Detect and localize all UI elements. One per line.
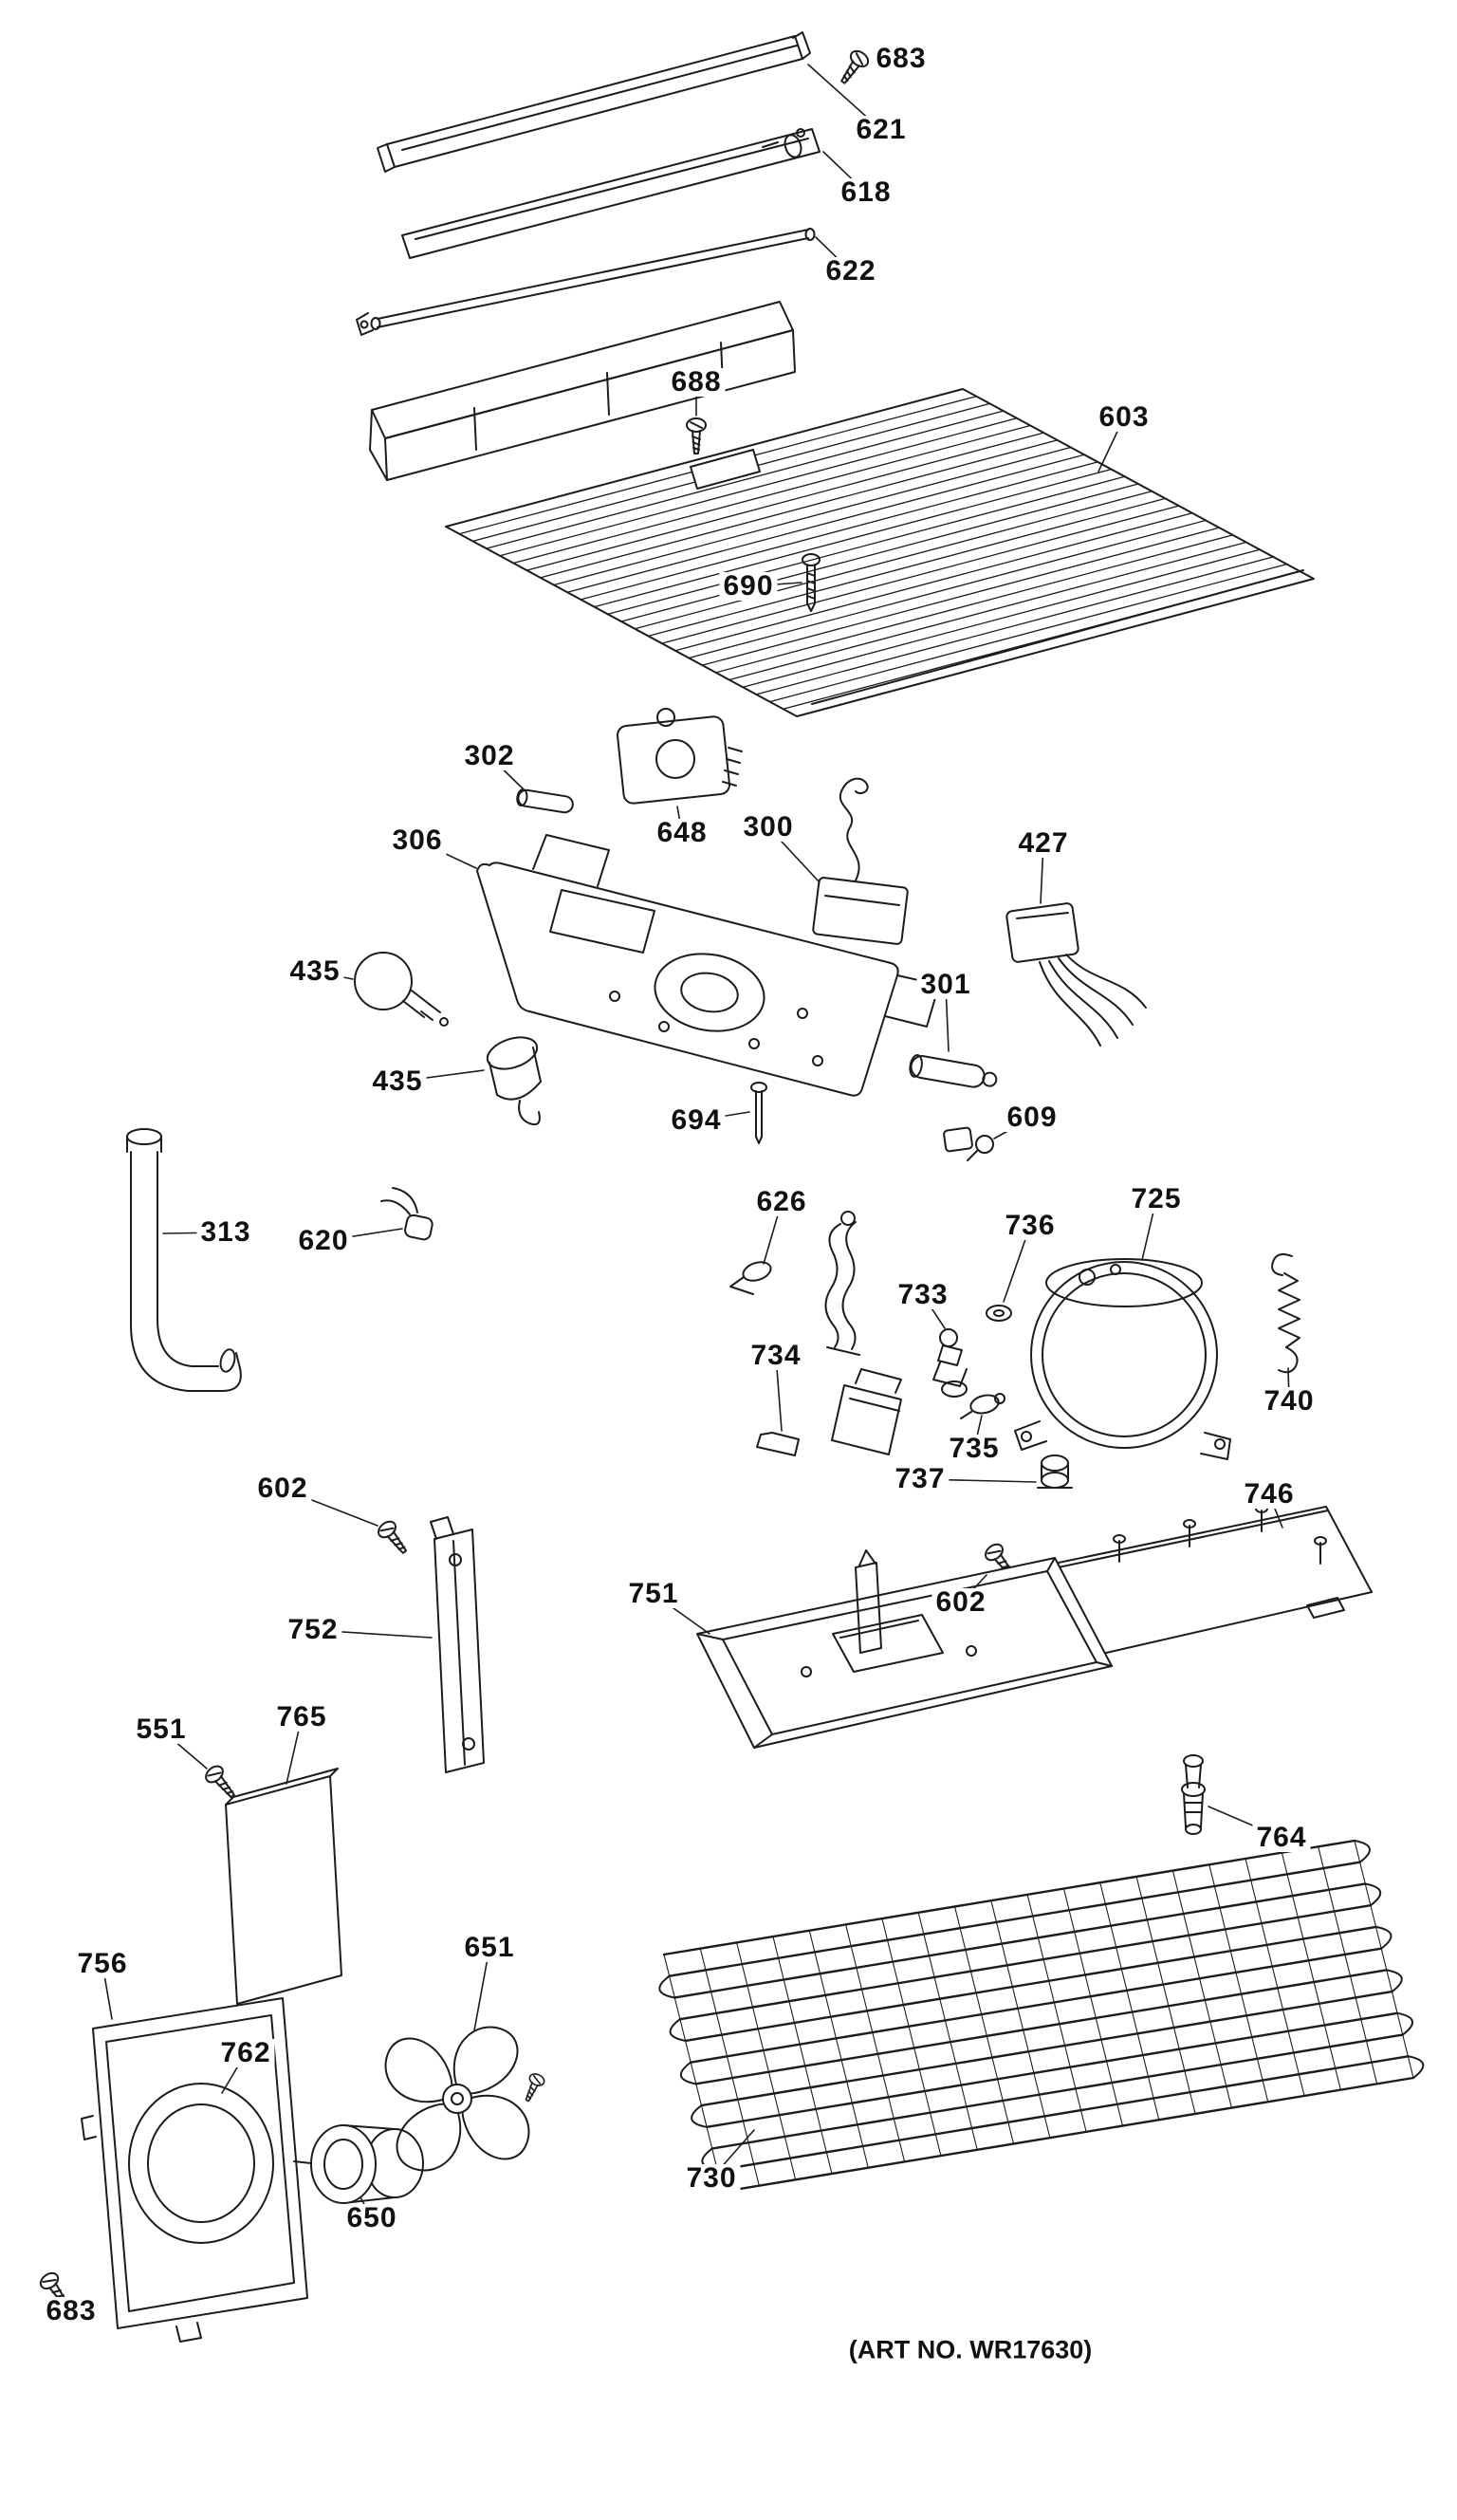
screw-683-top-icon xyxy=(834,46,873,89)
thermostat-300 xyxy=(812,777,909,945)
rail-618-fitting xyxy=(762,128,805,158)
compressor-foot-left xyxy=(1014,1420,1047,1451)
defrost-control-648 xyxy=(617,708,743,805)
part-label-694: 694 xyxy=(667,1106,726,1135)
shoulder-bolt-764 xyxy=(1181,1754,1206,1835)
rod-clamp xyxy=(356,312,374,336)
front-trim-channel xyxy=(369,301,796,481)
fan-motor-650 xyxy=(293,2124,424,2204)
capillary-sleeve-302 xyxy=(516,788,574,814)
screw-688-icon xyxy=(686,417,707,454)
drain-pan-751 xyxy=(696,1549,1113,1749)
light-bulb-435 xyxy=(354,952,449,1027)
part-label-764: 764 xyxy=(1252,1824,1311,1852)
heater-rail-618 xyxy=(401,128,821,259)
screw-602-left-icon xyxy=(374,1517,414,1559)
mount-grommet-737 xyxy=(1037,1455,1073,1489)
drain-tube-313 xyxy=(126,1128,242,1392)
side-panel-765 xyxy=(225,1768,342,2005)
part-label-746: 746 xyxy=(1240,1480,1299,1509)
spring-740 xyxy=(1271,1253,1300,1374)
part-label-762: 762 xyxy=(216,2039,275,2067)
heater-rod-622 xyxy=(356,228,816,336)
part-label-648: 648 xyxy=(653,819,711,847)
part-label-736: 736 xyxy=(1001,1212,1060,1240)
part-label-735: 735 xyxy=(945,1435,1004,1463)
part-label-650: 650 xyxy=(342,2204,401,2233)
support-bracket-752 xyxy=(430,1516,485,1773)
part-label-626: 626 xyxy=(752,1188,811,1216)
part-label-730: 730 xyxy=(682,2164,741,2193)
fan-blade-651 xyxy=(384,2026,530,2172)
part-label-737: 737 xyxy=(891,1465,950,1493)
part-label-756: 756 xyxy=(73,1950,132,1978)
part-label-740: 740 xyxy=(1260,1387,1319,1416)
valve-733 xyxy=(932,1328,968,1398)
thermal-switch-609 xyxy=(943,1126,994,1161)
cover-ribs xyxy=(458,396,1301,710)
part-label-651: 651 xyxy=(460,1934,519,1962)
part-label-603: 603 xyxy=(1095,403,1153,432)
compressor-foot-right xyxy=(1200,1432,1231,1460)
part-label-622: 622 xyxy=(821,257,880,286)
screw-694-icon xyxy=(750,1082,767,1144)
part-label-435: 435 xyxy=(286,957,344,986)
part-label-688: 688 xyxy=(667,368,726,397)
part-label-621: 621 xyxy=(852,116,911,144)
grommet-620 xyxy=(380,1187,433,1241)
part-label-609: 609 xyxy=(1003,1103,1061,1132)
part-label-733: 733 xyxy=(894,1281,952,1309)
part-label-300: 300 xyxy=(739,813,798,842)
part-label-602: 602 xyxy=(253,1474,312,1503)
pan-post xyxy=(855,1549,882,1654)
part-label-306: 306 xyxy=(388,826,447,855)
part-label-725: 725 xyxy=(1127,1185,1186,1214)
part-label-435: 435 xyxy=(368,1067,427,1096)
drain-heater-301 xyxy=(909,1054,998,1088)
coil-tubes xyxy=(662,1839,1415,2194)
part-label-302: 302 xyxy=(460,742,519,770)
condenser-coil-730 xyxy=(658,1839,1425,2194)
unit-compartment-cover-603 xyxy=(445,388,1315,717)
art-number: (ART NO. WR17630) xyxy=(848,2335,1093,2364)
part-label-751: 751 xyxy=(624,1580,683,1608)
relay-cover-734 xyxy=(756,1368,902,1456)
part-label-765: 765 xyxy=(272,1703,331,1732)
relay-427 xyxy=(1005,902,1147,1047)
part-label-752: 752 xyxy=(284,1616,342,1644)
screw-690-icon xyxy=(802,553,821,612)
part-label-427: 427 xyxy=(1014,829,1073,858)
coil-cross-wires xyxy=(663,1840,1414,2193)
part-label-683: 683 xyxy=(42,2297,101,2325)
part-label-618: 618 xyxy=(837,178,895,207)
part-label-683: 683 xyxy=(872,45,931,73)
lamp-socket-435 xyxy=(486,1036,542,1126)
compressor-725 xyxy=(1014,1258,1231,1460)
bracket-foot xyxy=(729,1261,772,1295)
top-mounting-rail-621 xyxy=(377,31,811,173)
part-label-734: 734 xyxy=(747,1342,805,1370)
part-label-690: 690 xyxy=(719,572,778,601)
part-label-301: 301 xyxy=(916,971,975,999)
grommet-736 xyxy=(986,1305,1012,1322)
part-label-551: 551 xyxy=(132,1715,191,1744)
part-label-602: 602 xyxy=(931,1588,990,1617)
tube-bracket-626 xyxy=(729,1211,860,1356)
screw-651-icon xyxy=(519,2070,547,2104)
part-label-313: 313 xyxy=(196,1218,255,1247)
valve-735 xyxy=(960,1393,1005,1419)
fan-shroud-756 xyxy=(81,1997,308,2343)
base-studs xyxy=(1113,1504,1327,1565)
control-housing-306 xyxy=(476,834,940,1097)
part-label-620: 620 xyxy=(294,1227,353,1255)
